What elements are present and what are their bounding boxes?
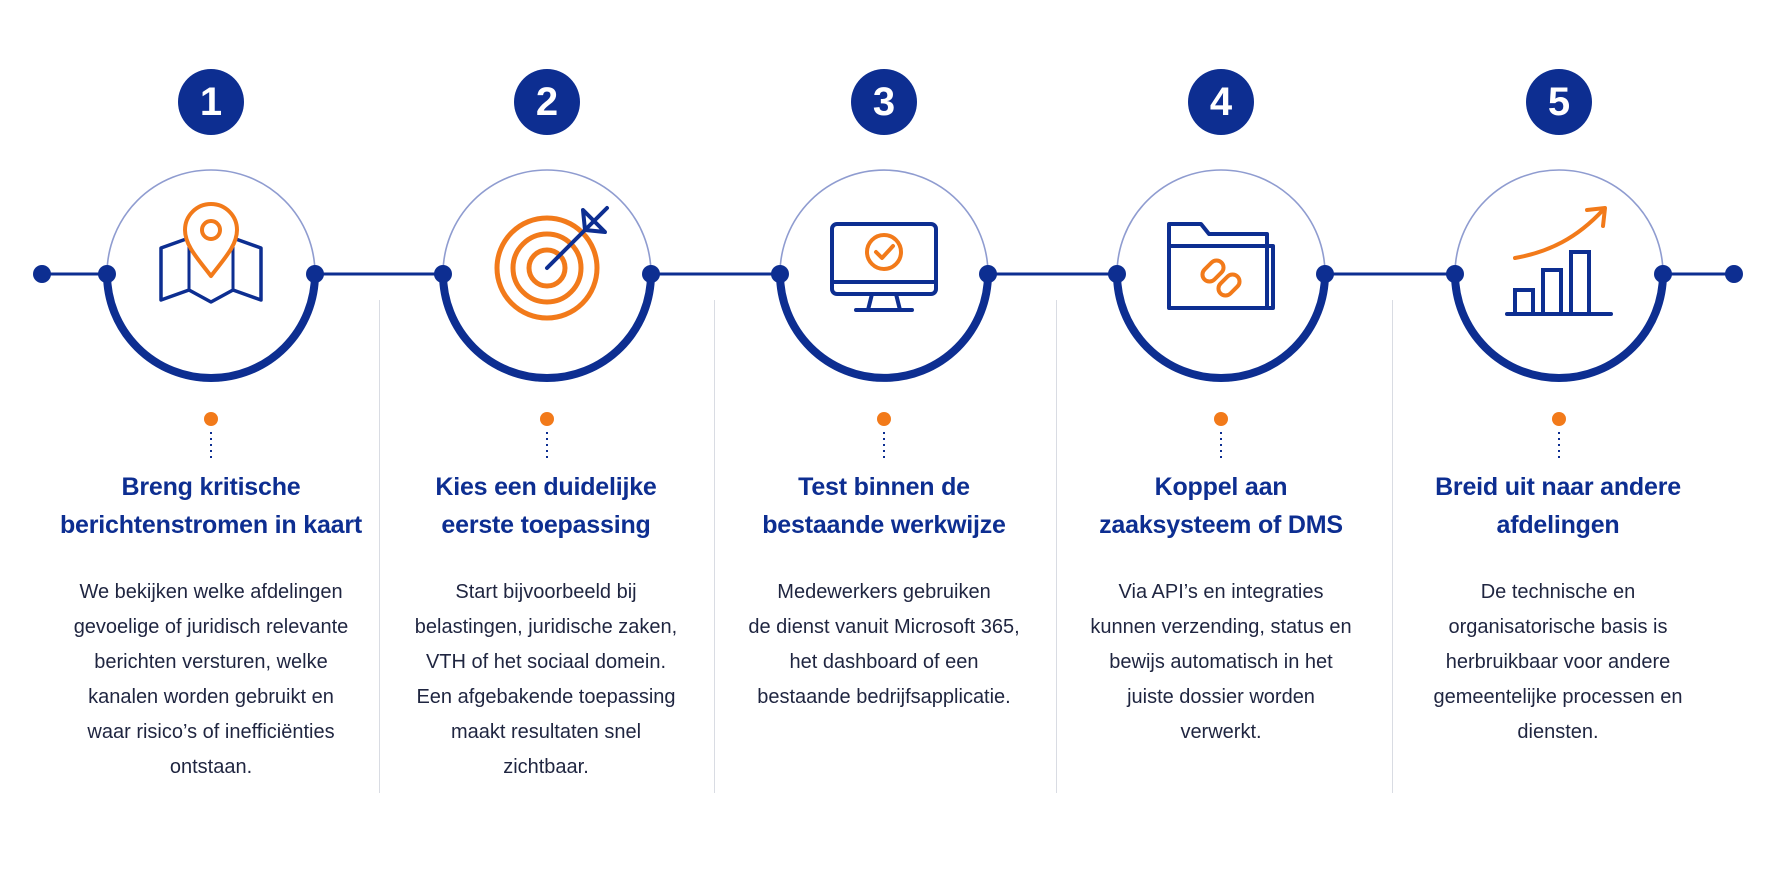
folder-front <box>1169 244 1275 310</box>
step-circle-upper-arc <box>1454 169 1664 275</box>
step-circle-lower-arc <box>1451 273 1667 382</box>
arrow-feathers <box>581 206 609 234</box>
chart-bar <box>1513 288 1535 316</box>
column-divider <box>379 300 380 793</box>
map-pin-icon <box>159 202 263 304</box>
folder-link-icon <box>1167 222 1275 310</box>
column-divider <box>1392 300 1393 793</box>
orange-marker-dot <box>877 412 891 426</box>
target-icon <box>494 206 609 321</box>
target-ring-outer <box>494 215 600 321</box>
step-description: De technische en organisatorische basis … <box>1433 581 1683 743</box>
ring-connector-dot <box>434 265 452 283</box>
step-description: Start bijvoorbeeld bij belastingen, juri… <box>414 581 678 778</box>
step-circle-fill <box>780 170 988 378</box>
step-number-badge: 5 <box>1526 69 1592 135</box>
trend-arrow-head <box>1585 206 1607 228</box>
column-divider <box>1056 300 1057 793</box>
step-title: Breng kritische berichtenstromen in kaar… <box>59 473 363 539</box>
target-ring-inner <box>526 247 568 289</box>
check-mark <box>874 244 895 260</box>
ring-connector-dot <box>1108 265 1126 283</box>
step-title: Koppel aan zaaksysteem of DMS <box>1099 473 1343 539</box>
ring-connector-dot <box>306 265 324 283</box>
timeline-end-dot <box>1725 265 1743 283</box>
step-number-badge: 2 <box>514 69 580 135</box>
step-graphic <box>1446 169 1672 460</box>
timeline-start-dot <box>33 265 51 283</box>
ring-connector-dot <box>98 265 116 283</box>
monitor-stand <box>854 292 914 312</box>
step-graphic <box>771 169 997 460</box>
ring-connector-dot <box>1316 265 1334 283</box>
step-circle-lower-arc <box>776 273 992 382</box>
chain-link-b <box>1216 272 1242 298</box>
step-number-badge: 1 <box>178 69 244 135</box>
monitor-screen <box>830 222 938 296</box>
ring-connector-dot <box>1654 265 1672 283</box>
trend-arrow-line <box>1513 208 1605 260</box>
orange-marker-dot <box>1214 412 1228 426</box>
column-divider <box>714 300 715 793</box>
step-title: Kies een duidelijke eerste toepassing <box>435 473 657 539</box>
ring-connector-dot <box>979 265 997 283</box>
chart-bar <box>1541 268 1563 316</box>
step-circle-lower-arc <box>103 273 319 382</box>
monitor-check-icon <box>830 222 938 312</box>
chain-link-a <box>1200 258 1226 284</box>
step-number-badge: 4 <box>1188 69 1254 135</box>
step-graphic <box>434 169 660 460</box>
ring-connector-dot <box>1446 265 1464 283</box>
pin-hole <box>200 219 222 241</box>
step-circle-fill <box>443 170 651 378</box>
step-circle-upper-arc <box>779 169 989 275</box>
step-circle-upper-arc <box>1116 169 1326 275</box>
ring-connector-dot <box>642 265 660 283</box>
step-graphic <box>98 169 324 460</box>
chart-bar <box>1569 250 1591 316</box>
orange-marker-dot <box>1552 412 1566 426</box>
step-circle-lower-arc <box>1113 273 1329 382</box>
step-graphic <box>1108 169 1334 460</box>
check-circle <box>865 233 903 271</box>
growth-chart-icon <box>1505 206 1613 316</box>
step-circle-upper-arc <box>442 169 652 275</box>
step-circle-lower-arc <box>439 273 655 382</box>
step-description: Medewerkers gebruiken de dienst vanuit M… <box>748 581 1020 708</box>
step-number-badge: 3 <box>851 69 917 135</box>
ring-connector-dot <box>771 265 789 283</box>
orange-marker-dot <box>204 412 218 426</box>
target-ring-middle <box>510 231 584 305</box>
map-shape <box>159 236 263 304</box>
step-title: Breid uit naar andere afdelingen <box>1435 473 1681 539</box>
orange-marker-dot <box>540 412 554 426</box>
step-description: Via API’s en integraties kunnen verzendi… <box>1090 581 1352 743</box>
step-title: Test binnen de bestaande werkwijze <box>762 473 1006 539</box>
step-circle-upper-arc <box>106 169 316 275</box>
step-description: We bekijken welke afdelingen gevoelige o… <box>73 581 349 778</box>
